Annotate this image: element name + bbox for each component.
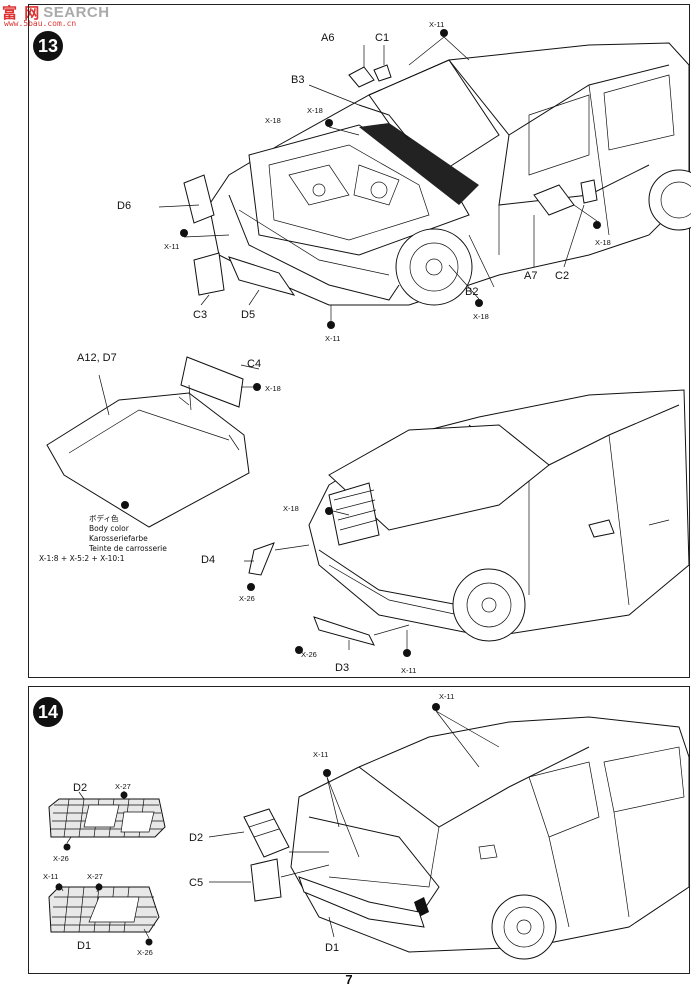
part-b3	[358, 104, 410, 141]
label-x11-top: X-11	[429, 20, 444, 29]
label-x11-a: X-11	[43, 872, 58, 881]
step-13-number: 13	[33, 31, 63, 61]
label-d3: D3	[335, 662, 349, 674]
label-x26-bottom: X-26	[301, 650, 317, 659]
label-x18-hood: X-18	[265, 384, 281, 393]
step-13-panel: 13	[28, 4, 691, 678]
watermark-cn: 富 网	[2, 4, 41, 22]
label-c1: C1	[375, 32, 389, 44]
step-13-diagram: A6 C1 X-11 B3 X-18 X-18 D6 X-11 C3 D5 X-…	[39, 20, 691, 675]
part-c5	[250, 858, 282, 902]
label-x26-b: X-26	[137, 948, 153, 957]
label-b3: B3	[291, 74, 304, 86]
label-a6: A6	[321, 32, 334, 44]
label-d4: D4	[201, 554, 215, 566]
label-x11-mid: X-11	[313, 750, 328, 759]
page-number: 7	[345, 972, 353, 987]
paint-mix: X-1:8 + X-5:2 + X-10:1	[39, 554, 125, 563]
watermark: 富 网 SEARCH	[2, 2, 110, 23]
paint-jp: ボディ色	[89, 513, 119, 523]
car-engine-open	[208, 42, 691, 306]
part-d1-detail	[48, 886, 160, 933]
part-d4	[248, 542, 275, 576]
car-rear	[290, 716, 690, 960]
paint-en: Body color	[89, 524, 130, 533]
paint-fr: Teinte de carrosserie	[88, 544, 167, 553]
label-x11-left: X-11	[164, 242, 179, 251]
label-d6: D6	[117, 200, 131, 212]
label-x11-roof: X-11	[439, 692, 454, 701]
part-d5	[228, 256, 296, 296]
watermark-url: www.5bau.com.cn	[4, 19, 77, 28]
label-c5: C5	[189, 877, 203, 889]
label-x11-bottom: X-11	[325, 334, 340, 343]
car-front-assembled	[308, 389, 690, 642]
label-d1-left: D1	[77, 940, 91, 952]
label-x18-b2: X-18	[473, 312, 489, 321]
label-d2-rear: D2	[189, 832, 203, 844]
label-c3: C3	[193, 309, 207, 321]
part-c3	[193, 252, 225, 296]
label-a7: A7	[524, 270, 537, 282]
label-d5: D5	[241, 309, 255, 321]
part-d1-rear	[298, 876, 425, 928]
label-x11-front: X-11	[401, 666, 416, 675]
paint-de: Karosseriefarbe	[89, 534, 148, 543]
label-x18-a: X-18	[307, 106, 323, 115]
label-d1-rear: D1	[325, 942, 339, 954]
label-x18-front: X-18	[283, 504, 299, 513]
label-c2: C2	[555, 270, 569, 282]
label-b2: B2	[465, 286, 478, 298]
label-x27-b: X-27	[87, 872, 103, 881]
label-x26-front: X-26	[239, 594, 255, 603]
label-x26-a: X-26	[53, 854, 69, 863]
watermark-en: SEARCH	[43, 4, 110, 21]
part-a6	[348, 66, 375, 88]
step-14-number: 14	[33, 697, 63, 727]
part-c1	[373, 64, 392, 82]
label-d2-top: D2	[73, 782, 87, 794]
label-c4: C4	[247, 358, 261, 370]
part-d6	[183, 174, 215, 224]
step-14-diagram: D2 X-27 X-26 X-11 X-27 D1 X-26	[43, 692, 690, 960]
label-x18-right: X-18	[595, 238, 611, 247]
part-d2-detail	[48, 798, 166, 838]
part-hood	[46, 392, 250, 528]
part-c4	[180, 356, 244, 408]
label-a12-d7: A12, D7	[77, 352, 117, 364]
label-x18-b: X-18	[265, 116, 281, 125]
label-x27-a: X-27	[115, 782, 131, 791]
step-14-panel: 14 D2 X-27 X-26 X-11 X-27 D1 X-26	[28, 686, 690, 974]
part-d3	[313, 616, 375, 646]
